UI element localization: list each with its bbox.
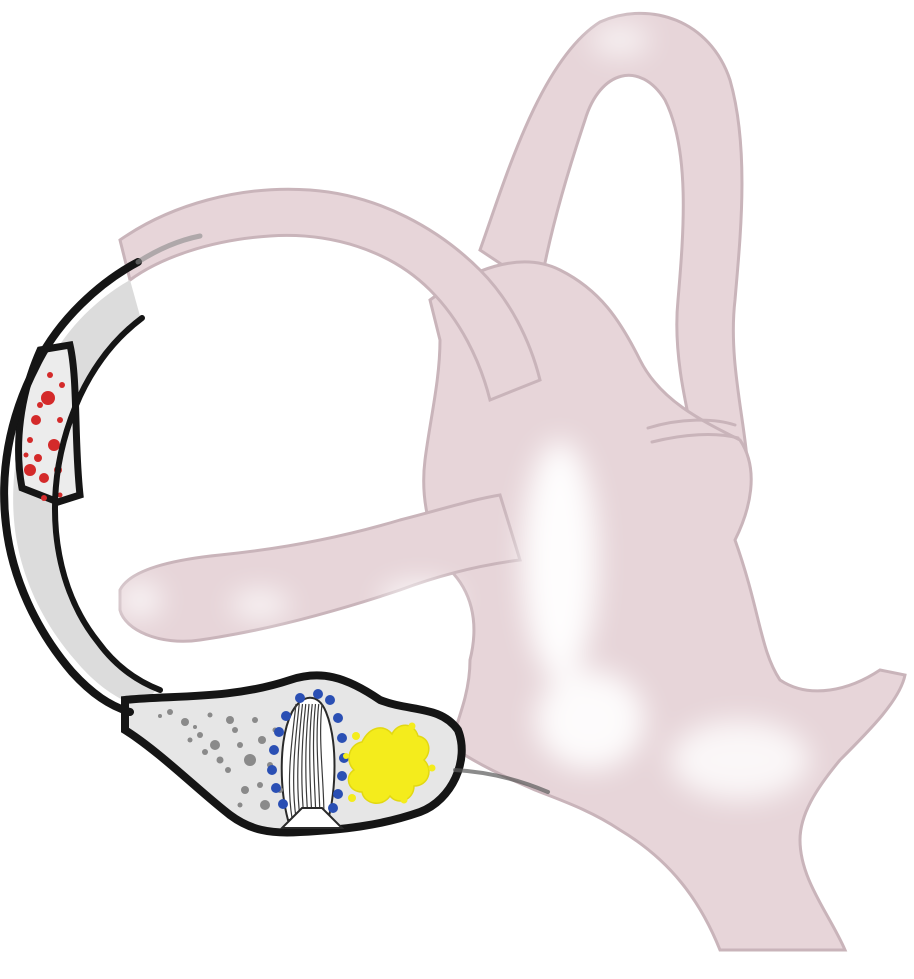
grey-dot [258,736,266,744]
blue-dot [274,727,284,737]
grey-dot [252,717,258,723]
grey-dot [225,767,231,773]
yellow-drop [343,753,349,759]
blue-dot [333,713,343,723]
blue-dot [271,783,281,793]
red-dot [39,473,49,483]
grey-dot [167,709,173,715]
grey-dot [181,718,189,726]
grey-dot [208,713,213,718]
grey-dot [241,786,249,794]
blue-dot [328,803,338,813]
grey-dot [244,754,256,766]
grey-dot [226,716,234,724]
red-dot [59,382,65,388]
lateral-canal [120,495,520,641]
grey-dot [217,757,224,764]
red-dot [34,454,42,462]
grey-dot [158,714,162,718]
red-dot [24,464,36,476]
grey-dot [188,738,193,743]
blue-dot [278,799,288,809]
grey-dot [238,803,243,808]
blue-dot [267,765,277,775]
grey-dot [232,727,238,733]
blue-dot [333,789,343,799]
blue-dot [313,689,323,699]
red-dot [47,372,53,378]
red-dot [37,402,43,408]
red-dot [41,495,47,501]
posterior-canal-outlined [13,280,158,708]
grey-dot [260,800,270,810]
red-dot [27,437,33,443]
yellow-drop [409,723,416,730]
red-dot [24,453,29,458]
red-dot [48,439,60,451]
grey-dot [197,732,203,738]
blue-dot [337,733,347,743]
blue-dot [281,711,291,721]
red-dot [57,417,63,423]
grey-dot [202,749,208,755]
red-dot [31,415,41,425]
yellow-drop [352,732,360,740]
yellow-drop [429,765,436,772]
red-dot [41,391,55,405]
blue-dot [295,693,305,703]
grey-dot [237,742,243,748]
yellow-drop [401,797,408,804]
grey-dot [257,782,263,788]
grey-dot [210,740,220,750]
grey-dot [193,725,197,729]
blue-dot [325,695,335,705]
blue-dot [337,771,347,781]
blue-dot [269,745,279,755]
yellow-drop [348,794,356,802]
